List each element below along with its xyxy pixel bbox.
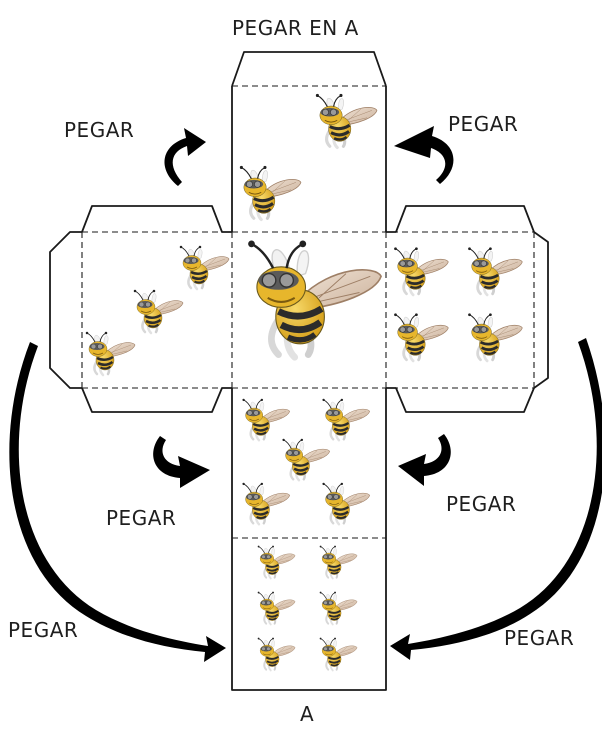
curved-arrow-icon	[164, 128, 206, 186]
curved-arrow-icon	[394, 126, 454, 184]
bee-icon	[466, 311, 524, 363]
bee-icon	[281, 437, 331, 482]
net-outline	[49, 51, 549, 691]
bees-right-face	[392, 245, 524, 363]
bees-bottom-upper-face	[241, 397, 371, 526]
face-a-label: A	[300, 702, 315, 726]
curved-arrow-icon	[153, 436, 210, 488]
flap-right	[386, 205, 549, 413]
glue-label-top-left: PEGAR	[64, 118, 135, 142]
bees-top-face	[238, 92, 379, 222]
fold-lines	[81, 85, 535, 539]
bee-icon	[84, 330, 137, 377]
glue-label-top-right: PEGAR	[448, 112, 519, 136]
bee-icon	[318, 590, 359, 626]
bee-icon	[321, 397, 371, 442]
bee-icon	[178, 244, 231, 291]
bee-icon	[321, 481, 371, 526]
bee-icon	[318, 544, 359, 580]
bee-icon	[466, 245, 524, 297]
bee-icon	[392, 245, 450, 297]
glue-label-bottom-left: PEGAR	[106, 506, 177, 530]
glue-label-far-right: PEGAR	[504, 626, 575, 650]
glue-label-bottom-right: PEGAR	[446, 492, 517, 516]
arrows	[9, 126, 602, 662]
glue-in-a-label: PEGAR EN A	[232, 16, 359, 40]
curved-arrow-icon	[398, 434, 451, 486]
bee-icon	[248, 241, 381, 358]
bee-icon	[318, 636, 359, 672]
bees-bottom-lower-face	[256, 544, 359, 672]
glue-label-far-left: PEGAR	[8, 618, 79, 642]
bee-icon	[132, 288, 185, 335]
curved-arrow-icon	[9, 342, 226, 662]
flap-top	[231, 86, 387, 232]
bee-icon	[241, 481, 291, 526]
bee-icon	[256, 636, 297, 672]
glue-tab-top	[231, 51, 387, 87]
bee-icon	[314, 92, 379, 150]
flap-left	[49, 205, 232, 413]
bee-icon	[241, 397, 291, 442]
bee-icon	[256, 590, 297, 626]
bee-icon	[256, 544, 297, 580]
bee-icon	[238, 164, 303, 222]
face-bottom-outline	[231, 388, 387, 691]
bee-icon	[392, 311, 450, 363]
bees-left-face	[84, 244, 231, 377]
bees-center-face	[248, 241, 381, 358]
